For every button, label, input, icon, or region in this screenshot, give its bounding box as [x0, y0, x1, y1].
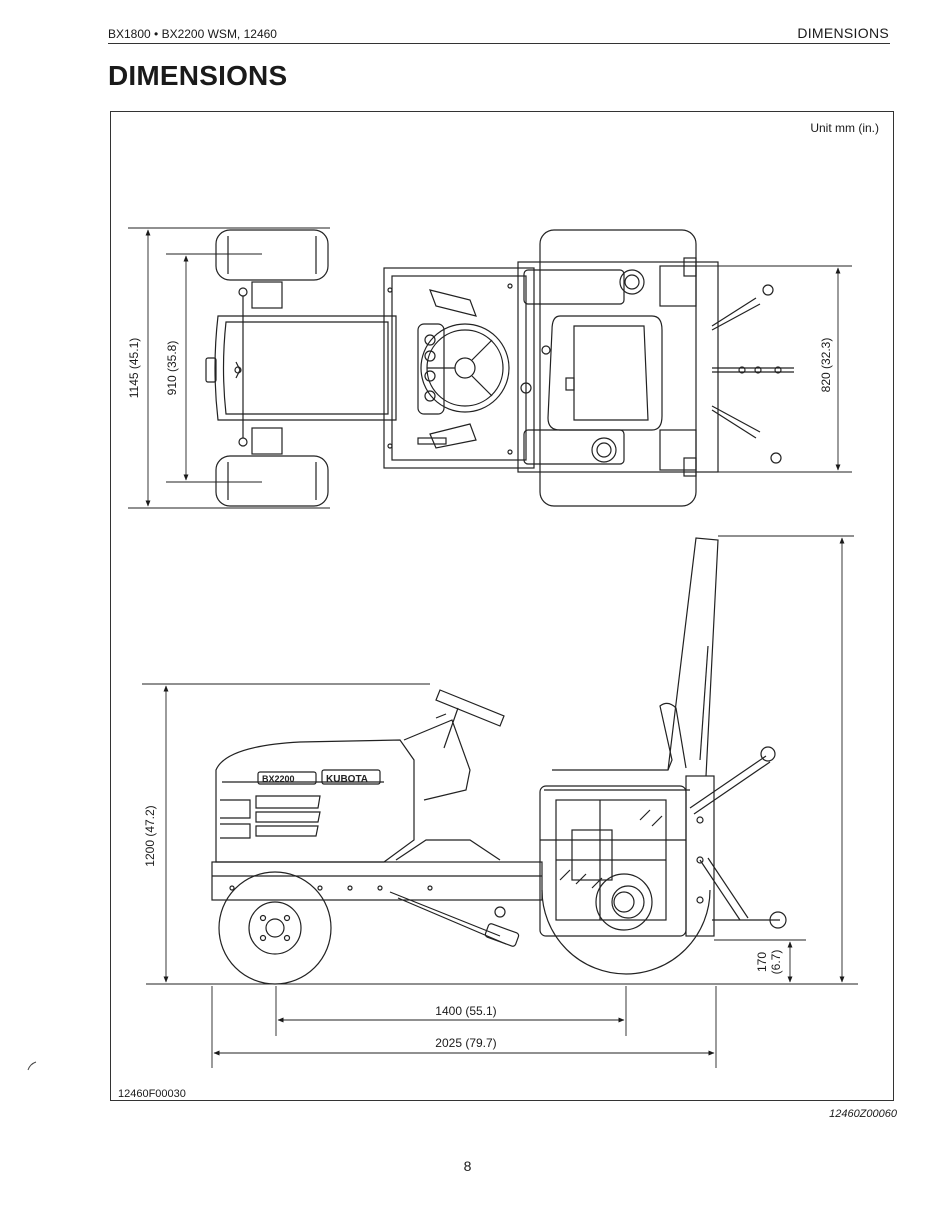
dim-front-tread [166, 253, 262, 483]
dim-overall-width [128, 227, 330, 509]
model-decal: BX2200 [262, 774, 295, 784]
label-overall-width: 1145 (45.1) [127, 338, 141, 399]
dim-overall-length [211, 986, 717, 1068]
scan-mark [27, 1061, 37, 1071]
label-front-tread: 910 (35.8) [165, 341, 179, 396]
dim-rear-tread [696, 265, 852, 473]
label-wheelbase: 1400 (55.1) [435, 1004, 496, 1018]
dim-rops-height [718, 535, 854, 983]
top-view-tractor [205, 229, 794, 507]
header-section-title: DIMENSIONS [797, 25, 889, 41]
label-overall-height: 1200 (47.2) [143, 805, 157, 866]
dim-wheelbase [275, 986, 627, 1036]
reference-code: 12460Z00060 [829, 1108, 897, 1120]
side-decals: BX2200 KUBOTA [262, 774, 368, 785]
figure-frame [110, 111, 894, 1101]
unit-label: Unit mm (in.) [810, 121, 879, 135]
brand-decal: KUBOTA [326, 774, 368, 785]
side-view-tractor [211, 537, 787, 985]
label-ground-clearance-mm: 170 [755, 952, 769, 972]
header-rule [108, 43, 890, 44]
figure-code: 12460F00030 [118, 1088, 186, 1100]
header-model-text: BX1800 • BX2200 WSM, 12460 [108, 27, 277, 41]
page-title: DIMENSIONS [108, 60, 288, 91]
dim-overall-height [142, 683, 430, 983]
dim-ground-clearance [714, 939, 806, 983]
label-overall-length: 2025 (79.7) [435, 1036, 496, 1050]
label-rear-tread: 820 (32.3) [819, 338, 833, 393]
label-ground-clearance-in: (6.7) [769, 950, 783, 975]
page-number: 8 [463, 1158, 472, 1174]
